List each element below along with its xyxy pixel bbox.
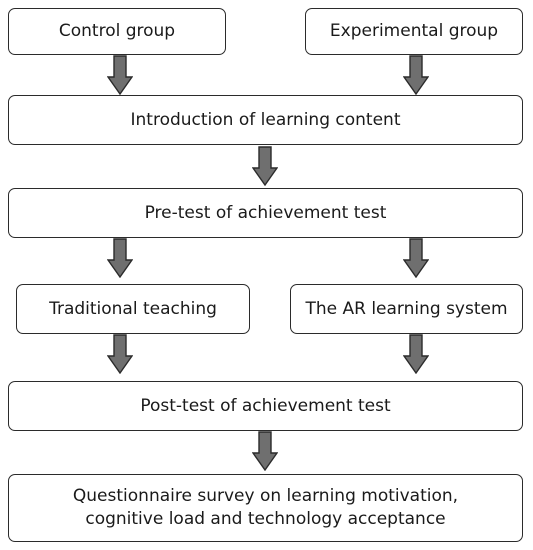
- arrow-pretest-to-traditional: [107, 238, 133, 278]
- ar-learning-system-label: The AR learning system: [305, 298, 508, 319]
- questionnaire-line-2: cognitive load and technology acceptance: [85, 509, 446, 529]
- down-arrow-icon: [403, 55, 429, 95]
- down-arrow-icon: [252, 146, 278, 186]
- arrow-traditional-to-posttest: [107, 334, 133, 374]
- block-arrow-shape: [107, 334, 133, 374]
- block-arrow-shape: [403, 238, 429, 278]
- pretest-box: Pre-test of achievement test: [8, 188, 523, 238]
- ar-learning-system-box: The AR learning system: [290, 284, 523, 334]
- arrow-control-to-intro: [107, 55, 133, 95]
- traditional-teaching-box: Traditional teaching: [16, 284, 250, 334]
- experimental-group-box: Experimental group: [305, 8, 523, 55]
- experimental-group-label: Experimental group: [329, 21, 499, 42]
- block-arrow-shape: [107, 55, 133, 95]
- posttest-box: Post-test of achievement test: [8, 381, 523, 431]
- arrow-ar-to-posttest: [403, 334, 429, 374]
- down-arrow-icon: [107, 55, 133, 95]
- down-arrow-icon: [403, 238, 429, 278]
- arrow-posttest-to-questionnaire: [252, 431, 278, 471]
- down-arrow-icon: [107, 238, 133, 278]
- arrow-intro-to-pretest: [252, 146, 278, 186]
- down-arrow-icon: [107, 334, 133, 374]
- pretest-label: Pre-test of achievement test: [144, 202, 387, 223]
- questionnaire-line-1: Questionnaire survey on learning motivat…: [72, 486, 459, 507]
- questionnaire-box: Questionnaire survey on learning motivat…: [8, 474, 523, 542]
- arrow-experimental-to-intro: [403, 55, 429, 95]
- block-arrow-shape: [403, 334, 429, 374]
- posttest-label: Post-test of achievement test: [140, 395, 391, 416]
- traditional-teaching-label: Traditional teaching: [49, 298, 217, 319]
- introduction-label: Introduction of learning content: [130, 109, 401, 130]
- control-group-box: Control group: [8, 8, 226, 55]
- block-arrow-shape: [107, 238, 133, 278]
- block-arrow-shape: [252, 431, 278, 471]
- block-arrow-shape: [403, 55, 429, 95]
- introduction-box: Introduction of learning content: [8, 95, 523, 145]
- control-group-label: Control group: [58, 21, 176, 42]
- down-arrow-icon: [403, 334, 429, 374]
- down-arrow-icon: [252, 431, 278, 471]
- block-arrow-shape: [252, 146, 278, 186]
- arrow-pretest-to-ar: [403, 238, 429, 278]
